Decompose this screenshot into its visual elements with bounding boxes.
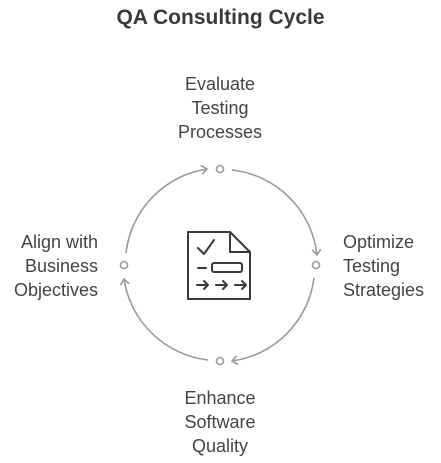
- node-bottom: [215, 356, 225, 366]
- stage-label-optimize: Optimize Testing Strategies: [343, 232, 425, 300]
- arrow-top-to-right: [231, 169, 322, 256]
- diagram-title: QA Consulting Cycle: [116, 6, 325, 29]
- node-right: [311, 260, 321, 270]
- stage-label-align: Align with Business Objectives: [13, 232, 98, 300]
- checklist-document-icon: [187, 231, 251, 300]
- node-top: [215, 164, 225, 174]
- stage-label-enhance: Enhance Software Quality: [184, 388, 256, 456]
- arrow-left-to-top: [125, 164, 208, 254]
- arrow-bottom-to-left: [119, 278, 209, 361]
- stage-label-evaluate: Evaluate Testing Processes: [177, 74, 263, 142]
- arrow-right-to-bottom: [231, 277, 315, 366]
- node-left: [119, 260, 129, 270]
